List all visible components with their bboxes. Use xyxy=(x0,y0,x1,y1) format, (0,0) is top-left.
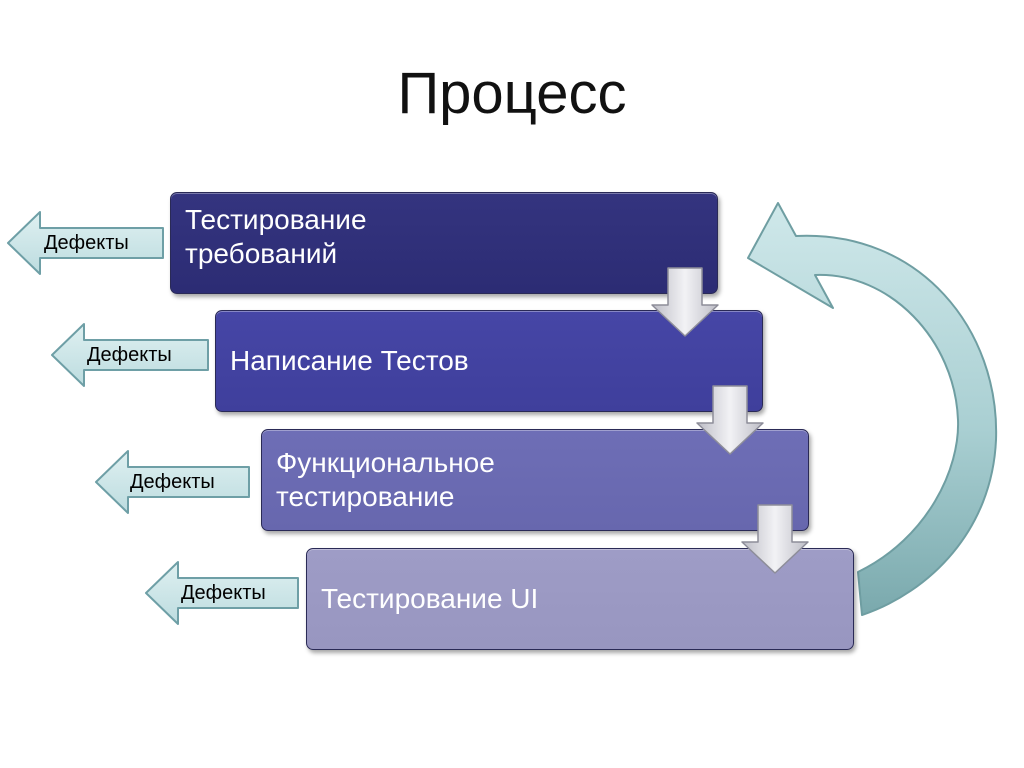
process-step-label: Функциональное тестирование xyxy=(276,447,495,512)
process-step-label: Тестирование UI xyxy=(321,583,539,614)
down-arrow-icon xyxy=(696,385,764,455)
down-arrow-icon xyxy=(741,504,809,574)
slide-title: Процесс xyxy=(397,61,627,126)
defects-label: Дефекты xyxy=(181,582,266,604)
process-step-requirements-testing: Тестирование требований xyxy=(170,192,718,294)
process-step-ui-testing: Тестирование UI xyxy=(306,548,854,650)
left-arrow-icon xyxy=(145,561,299,625)
defects-label: Дефекты xyxy=(130,471,215,493)
down-arrow-icon xyxy=(651,267,719,337)
defects-label: Дефекты xyxy=(87,344,172,366)
process-step-label: Написание Тестов xyxy=(230,345,469,376)
process-step-writing-tests: Написание Тестов xyxy=(215,310,763,412)
curved-arrow-icon xyxy=(747,202,998,616)
left-arrow-icon xyxy=(95,450,250,514)
process-step-functional-testing: Функциональное тестирование xyxy=(261,429,809,531)
process-step-label: Тестирование требований xyxy=(185,204,367,269)
defects-label: Дефекты xyxy=(44,232,129,254)
left-arrow-icon xyxy=(7,211,164,275)
left-arrow-icon xyxy=(51,323,209,387)
